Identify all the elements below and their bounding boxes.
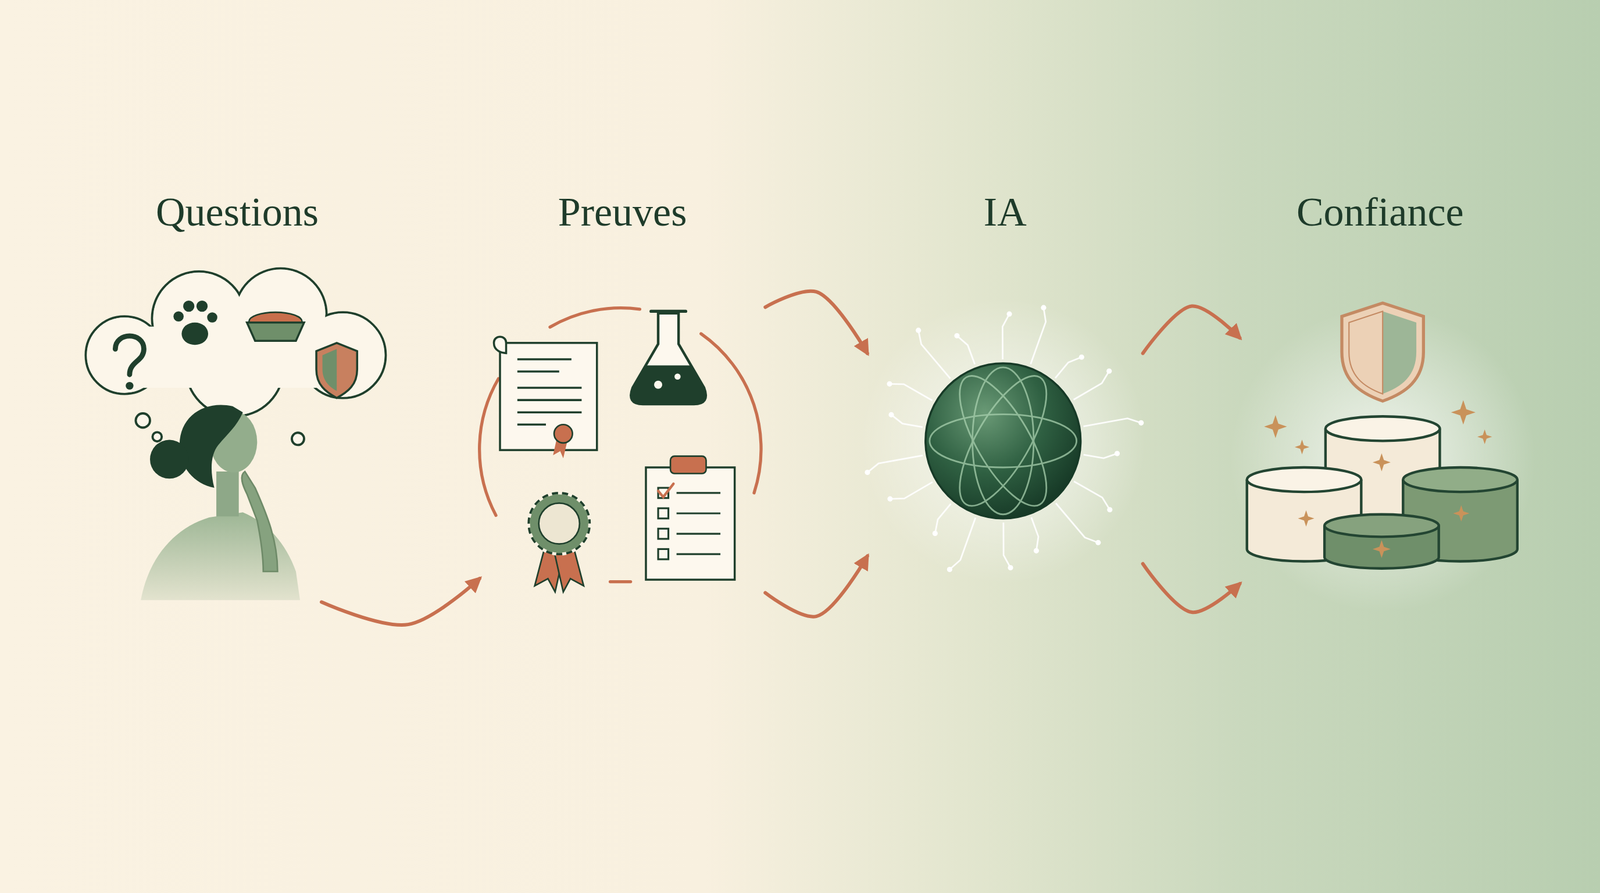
- circuit-dot: [1095, 540, 1101, 546]
- paw-icon: [173, 300, 217, 345]
- stage-heading: Questions: [86, 188, 388, 237]
- circuit-dot: [947, 566, 953, 573]
- circuit-dot: [1040, 305, 1046, 311]
- circuit-ray: [1055, 356, 1082, 378]
- flow-arrow: [765, 291, 868, 354]
- circuit-dot: [1106, 506, 1113, 513]
- circuit-dot: [887, 496, 893, 502]
- circuit-ray: [956, 336, 975, 365]
- circuit-dot: [1006, 311, 1012, 317]
- stage-group: Preuves: [479, 188, 766, 598]
- stage-heading: Confiance: [1239, 188, 1521, 237]
- circuit-ray: [1002, 313, 1010, 360]
- stage-group: Confiance: [1239, 188, 1521, 592]
- rosette-icon: [528, 493, 590, 592]
- circuit-dot: [1033, 548, 1039, 554]
- bowl-icon: [247, 312, 305, 341]
- circuit-dot: [932, 530, 938, 537]
- circuit-ray: [1030, 307, 1046, 364]
- stage-heading: IA: [867, 188, 1144, 237]
- flask-icon: [630, 311, 706, 405]
- circuit-ray: [949, 518, 975, 570]
- circuit-ray: [1055, 503, 1099, 544]
- question-icon: [115, 336, 144, 390]
- circuit-dot: [915, 327, 921, 334]
- ai-sphere: [925, 363, 1081, 519]
- circuit-dot: [864, 469, 870, 475]
- circuit-ray: [1083, 418, 1141, 427]
- thinking-person: [140, 404, 300, 600]
- circuit-ray: [1073, 481, 1110, 510]
- certificate-icon: [493, 336, 597, 459]
- circuit-dot: [886, 381, 892, 387]
- trust-shield: [1341, 302, 1424, 402]
- circuit-dot: [1079, 354, 1085, 360]
- stage-heading: Preuves: [479, 188, 766, 237]
- circuit-ray: [1003, 522, 1011, 569]
- circuit-ray: [867, 455, 923, 473]
- circuit-ray: [1073, 370, 1110, 400]
- circuit-ray: [934, 503, 951, 534]
- flow-arrow: [1143, 305, 1241, 353]
- flow-arrow: [765, 556, 868, 617]
- shield-icon: [316, 343, 357, 399]
- checklist-icon: [645, 456, 735, 580]
- flow-arrow: [321, 578, 480, 625]
- circuit-ray: [918, 330, 951, 379]
- product-stack: [1247, 416, 1518, 569]
- circuit-dot: [1007, 565, 1013, 571]
- circuit-dot: [1138, 420, 1144, 426]
- circuit-ray: [889, 383, 932, 400]
- sparkles: [1263, 400, 1492, 559]
- stage-group: IA: [867, 188, 1144, 572]
- stage-group: Questions: [86, 188, 388, 603]
- circuit-ray: [890, 481, 933, 499]
- circuit-ray: [1031, 517, 1039, 551]
- circuit-dot: [888, 412, 894, 418]
- flow-arrow: [1143, 563, 1241, 613]
- circuit-dot: [1114, 451, 1120, 457]
- circuit-ray: [891, 414, 923, 427]
- evidence-ring: [479, 308, 762, 582]
- circuit-rays: [864, 305, 1144, 573]
- circuit-ray: [1083, 453, 1118, 459]
- circuit-dot: [1106, 368, 1112, 374]
- circuit-dot: [954, 333, 960, 339]
